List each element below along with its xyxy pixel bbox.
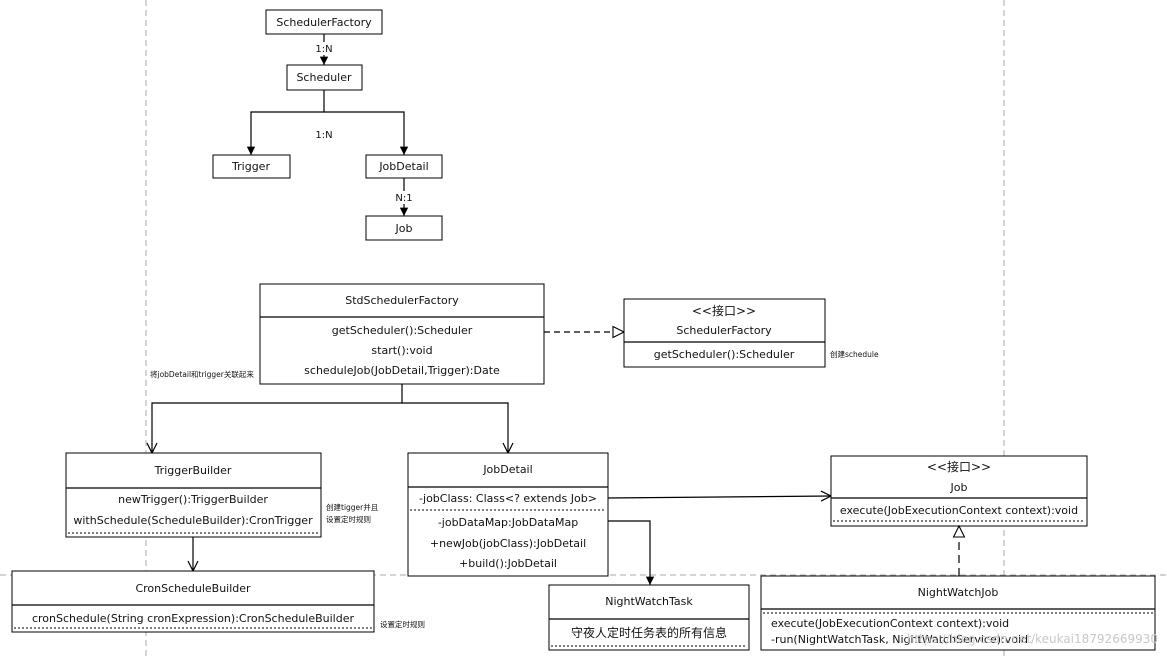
factory-interface-method: getScheduler():Scheduler: [654, 348, 795, 361]
scheduler-to-jobdetail-line: [324, 111, 409, 155]
factory-interface-title: SchedulerFactory: [676, 324, 772, 337]
job-interface-class: [830, 455, 1088, 527]
trigger-builder-method-1: newTrigger():TriggerBuilder: [118, 493, 268, 506]
scheduler-box: [286, 64, 363, 91]
jobdetail-class-field-2: -jobDataMap:JobDataMap: [438, 516, 578, 529]
night-task-class: [548, 584, 750, 651]
rel-label-bg-2: [392, 191, 416, 204]
jobdetail-class-method-1: +newJob(jobClass):JobDetail: [430, 537, 586, 550]
std-factory-method-3: scheduleJob(JobDetail,Trigger):Date: [304, 364, 500, 377]
jobdetail-class-title: JobDetail: [482, 463, 532, 476]
jobdatamap-to-task-line: [608, 520, 655, 585]
job-interface-title: Job: [950, 481, 968, 494]
jobdetail-class: [407, 452, 609, 577]
scheduler-to-trigger-line: [246, 90, 325, 155]
job-interface-stereotype: <<接口>>: [927, 459, 991, 474]
std-factory-method-2: start():void: [371, 344, 432, 357]
rel-jobdetail-job: N:1: [395, 193, 412, 204]
rel-factory-scheduler: 1:N: [315, 44, 332, 55]
night-task-title: NightWatchTask: [605, 595, 693, 608]
night-job-method-2: -run(NightWatchTask, NightWatchService):…: [771, 633, 1028, 646]
rel-scheduler-children: 1:N: [315, 130, 332, 141]
std-to-triggerbuilder-line: [152, 384, 403, 453]
factory-interface-stereotype: <<接口>>: [692, 303, 756, 318]
job-label: Job: [395, 222, 413, 235]
jobdetail-class-method-2: +build():JobDetail: [459, 557, 557, 570]
std-to-jobdetail-line: [402, 402, 508, 453]
std-factory-method-1: getScheduler():Scheduler: [332, 324, 473, 337]
trigger-builder-method-2: withSchedule(ScheduleBuilder):CronTrigge…: [73, 514, 313, 527]
cron-builder-note: 设置定时规则: [380, 619, 425, 629]
night-task-desc: 守夜人定时任务表的所有信息: [571, 625, 727, 640]
factory-interface-class: [623, 298, 826, 368]
jobdetail-class-field-1: -jobClass: Class<? extends Job>: [419, 492, 597, 505]
job-interface-method: execute(JobExecutionContext context):voi…: [840, 504, 1078, 517]
scheduler-label: Scheduler: [296, 71, 352, 84]
trigger-builder-note-2: 设置定时规则: [326, 514, 371, 524]
scheduler-factory-label: SchedulerFactory: [276, 16, 372, 29]
job-box: [365, 215, 443, 241]
std-factory-class: [259, 283, 545, 385]
rel-label-bg: [312, 42, 336, 55]
night-job-title: NightWatchJob: [918, 586, 999, 599]
cron-builder-title: CronScheduleBuilder: [135, 582, 251, 595]
jobclass-to-job-line: [607, 496, 831, 498]
trigger-builder-title: TriggerBuilder: [154, 464, 232, 477]
watermark-text: https://blog.csdn.net/keukai18792669930: [907, 632, 1158, 646]
note-link-jobdetail-trigger: 将jobDetail和trigger关联起来: [150, 369, 254, 379]
cron-builder-method: cronSchedule(String cronExpression):Cron…: [32, 612, 355, 625]
std-factory-title: StdSchedulerFactory: [345, 294, 459, 307]
trigger-label: Trigger: [231, 160, 270, 173]
night-job-method-1: execute(JobExecutionContext context):voi…: [771, 617, 1009, 630]
jobdetail-label: JobDetail: [378, 160, 428, 173]
night-job-class: [760, 575, 1156, 651]
trigger-box: [212, 154, 291, 179]
cron-builder-class: [11, 570, 375, 633]
trigger-builder-class: [65, 452, 322, 538]
factory-interface-note: 创建schedule: [830, 349, 879, 359]
trigger-builder-note-1: 创建tigger并且: [326, 502, 379, 512]
scheduler-factory-box: [265, 9, 383, 35]
